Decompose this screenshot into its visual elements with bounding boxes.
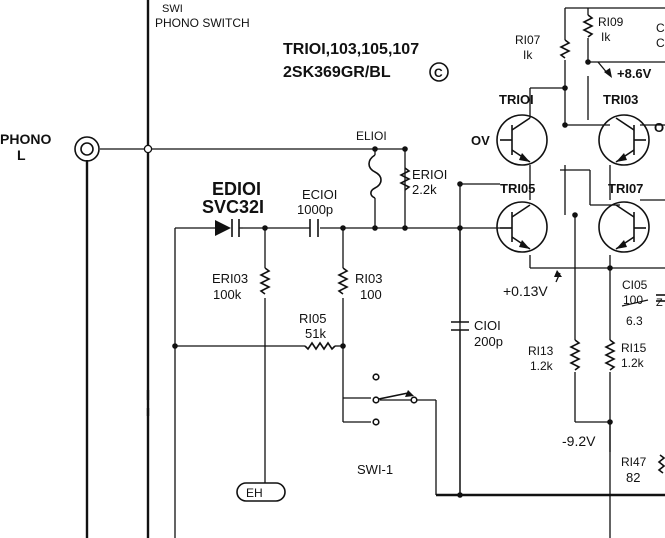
transistor-tr107 [598, 201, 650, 253]
diode-part-label: SVC32I [202, 197, 264, 217]
r115-value-label: 1.2k [621, 356, 645, 370]
el101-label: ELIOI [356, 129, 387, 143]
edge-fragment-2: C [656, 36, 665, 50]
r115-ref-label: RI15 [621, 341, 647, 355]
transistor-tr103 [598, 114, 650, 166]
capacitor-c105 [621, 294, 665, 307]
supply-pos-arrow [597, 61, 612, 78]
phono-jack [74, 136, 100, 162]
r105-ref-label: RI05 [299, 311, 326, 326]
r147-value-label: 82 [626, 470, 640, 485]
tr107-label: TRI07 [608, 181, 643, 196]
switch-sw1-1 [372, 373, 418, 426]
resistor-r147 [657, 454, 665, 474]
r113-ref-label: RI13 [528, 344, 554, 358]
tr103-label: TRI03 [603, 92, 638, 107]
r109-value-label: Ik [601, 30, 611, 44]
diode-ref-label: EDIOI [212, 179, 261, 199]
r109-ref-label: RI09 [598, 15, 624, 29]
er103-value-label: 100k [213, 287, 242, 302]
edge-fragment-4: Z [656, 297, 663, 309]
c101-ref-label: CIOI [474, 318, 501, 333]
circle-c-mark [429, 62, 449, 82]
c101-value-label: 200p [474, 334, 503, 349]
c105-voltage-label: 6.3 [626, 314, 643, 328]
resistor-er101 [399, 167, 411, 191]
channel-label: L [17, 147, 26, 163]
wiring [85, 0, 665, 538]
resistor-r109 [582, 14, 594, 38]
resistor-r113 [569, 339, 581, 371]
source-bias-arrow [554, 270, 562, 283]
er101-value-label: 2.2k [412, 182, 437, 197]
transistor-tr101 [496, 114, 548, 166]
ec101-value-label: 1000p [297, 202, 333, 217]
supply-neg-label: -9.2V [562, 433, 596, 449]
er103-ref-label: ERI03 [212, 271, 248, 286]
eh-terminal [236, 482, 286, 502]
edge-fragment-1: C [656, 21, 665, 35]
transistor-type-label: 2SK369GR/BL [283, 64, 391, 81]
transistor-list-label: TRIOI,103,105,107 [283, 41, 419, 58]
switch-ref-label: SWI [162, 3, 183, 15]
tr101-label: TRIOI [499, 92, 534, 107]
supply-pos-label: +8.6V [617, 66, 652, 81]
r107-value-label: Ik [523, 48, 533, 62]
junction-dots [143, 59, 613, 498]
resistor-r107 [559, 39, 571, 59]
source-bias-label: +0.13V [503, 283, 548, 299]
c105-value-label: 100 [623, 293, 643, 307]
circle-c-mark-letter: C [434, 66, 443, 80]
resistor-er103 [259, 267, 271, 295]
r105-value-label: 51k [305, 326, 326, 341]
tr105-label: TRI05 [500, 181, 535, 196]
r103-value-label: 100 [360, 287, 382, 302]
resistor-r115 [604, 339, 616, 371]
r103-ref-label: RI03 [355, 271, 382, 286]
switch-name-label: PHONO SWITCH [155, 16, 250, 30]
capacitor-ec101 [309, 219, 319, 237]
diode-ed101 [215, 219, 243, 237]
coil-el101 [368, 154, 382, 199]
r107-ref-label: RI07 [515, 33, 541, 47]
c105-ref-label: CI05 [622, 278, 648, 292]
resistor-r105 [304, 341, 336, 351]
eh-terminal-label: EH [246, 486, 263, 500]
sw1-1-label: SWI-1 [357, 462, 393, 477]
edge-fragment-3: O [654, 120, 664, 135]
phono-label: PHONO [0, 131, 51, 147]
resistor-r103 [337, 267, 349, 295]
er101-ref-label: ERIOI [412, 167, 447, 182]
tr101-gate-voltage: OV [471, 133, 490, 148]
r147-ref-label: RI47 [621, 455, 647, 469]
capacitor-c101 [451, 321, 469, 495]
ec101-ref-label: ECIOI [302, 187, 337, 202]
transistor-tr105 [496, 201, 548, 253]
r113-value-label: 1.2k [530, 359, 554, 373]
labels: SWI PHONO SWITCH TRIOI,103,105,107 2SK36… [0, 3, 665, 500]
